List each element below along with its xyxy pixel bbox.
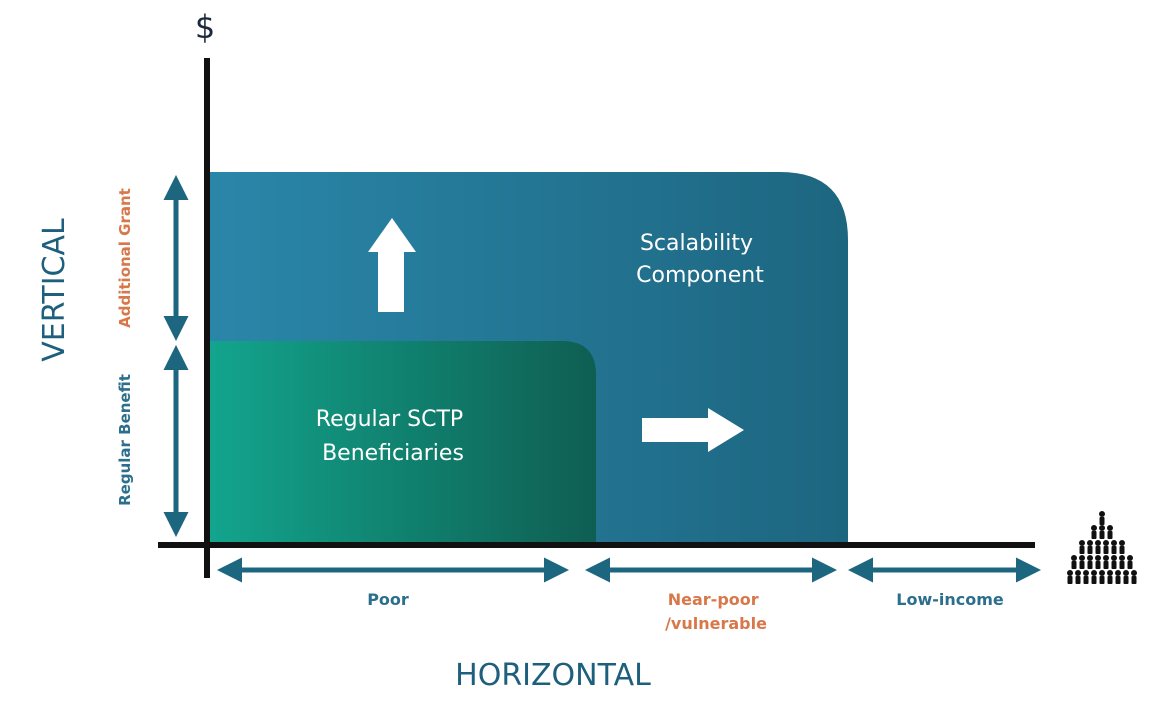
regular-sctp-line-2: Beneficiaries [322,441,464,466]
near-poor-label: Near-poor /vulnerable [665,590,767,633]
scalability-component-label: Scalability Component [636,231,764,288]
regular-sctp-box [208,341,596,545]
regular-benefit-label: Regular Benefit [116,374,134,506]
right-arrow-icon [642,408,744,452]
low-income-label: Low-income [896,590,1004,609]
scalability-line-2: Component [636,263,764,288]
horizontal-label: HORIZONTAL [455,658,651,693]
regular-sctp-line-1: Regular SCTP [316,407,463,432]
regular-sctp-label: Regular SCTP Beneficiaries [316,407,470,466]
population-pyramid-icon [1067,511,1137,584]
scalability-line-1: Scalability [640,231,753,256]
near-poor-line-2: /vulnerable [665,614,767,633]
near-poor-line-1: Near-poor [668,590,759,609]
up-arrow-icon [368,218,416,312]
vertical-label: VERTICAL [37,218,72,362]
poor-label: Poor [367,590,409,609]
additional-grant-label: Additional Grant [116,188,134,328]
y-axis-currency-symbol: $ [195,8,215,46]
